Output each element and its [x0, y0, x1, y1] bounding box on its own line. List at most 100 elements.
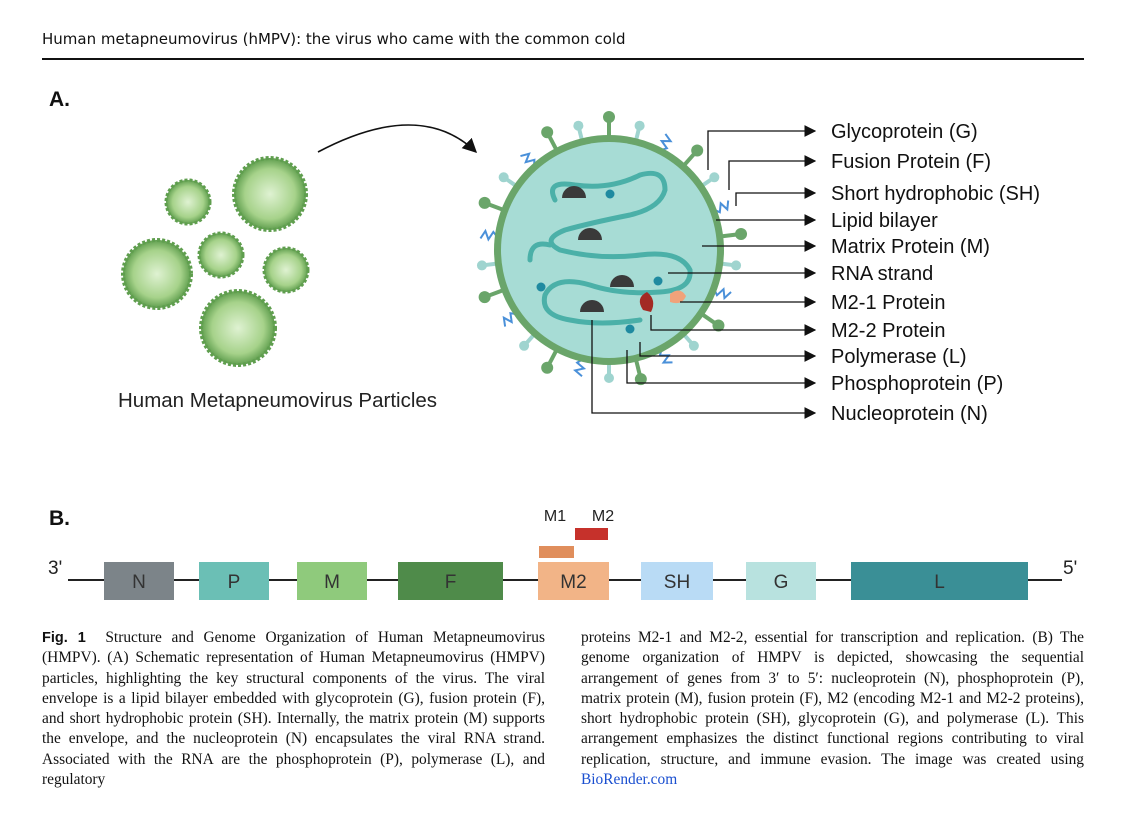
leader-lines	[591, 125, 817, 419]
virus-particle	[232, 156, 308, 232]
fusion-head	[498, 172, 509, 183]
glycoprotein-head	[691, 144, 704, 157]
fusion-head	[573, 120, 584, 131]
gene-block	[641, 562, 713, 600]
gene-label: L	[934, 572, 945, 593]
glycoprotein-head	[478, 196, 491, 209]
structure-labels: Glycoprotein (G) Fusion Protein (F) Short …	[831, 121, 1040, 425]
fusion-head	[604, 373, 614, 383]
fusion-head	[476, 260, 487, 271]
leader-line	[639, 342, 817, 362]
structure-label: M2-2 Protein	[831, 320, 946, 342]
structure-label: Fusion Protein (F)	[831, 151, 991, 173]
virus-particle	[197, 231, 245, 279]
curved-arrow	[317, 124, 478, 153]
sh-squiggle	[659, 133, 673, 151]
genome-3-prime: 3'	[48, 558, 62, 579]
m2-subunits: M1 M2	[539, 508, 614, 558]
leader-line	[707, 125, 817, 170]
fusion-head	[731, 260, 742, 271]
nucleoprotein-marker	[580, 300, 604, 312]
structure-label: M2-1 Protein	[831, 292, 946, 314]
m2-subunit-bar	[575, 528, 608, 540]
sh-squiggle	[658, 349, 673, 364]
m2-1-marker	[670, 290, 686, 304]
running-header: Human metapneumovirus (hMPV): the virus …	[42, 30, 626, 48]
gene-block	[538, 562, 609, 600]
caption-text-left: Structure and Genome Organization of Hum…	[42, 629, 545, 789]
sh-squiggle	[573, 358, 587, 377]
gene-block	[199, 562, 269, 600]
biorender-link[interactable]: BioRender.com	[581, 771, 678, 789]
rna-strand-end	[527, 241, 553, 263]
phosphoprotein-marker	[605, 189, 615, 199]
structure-label: Phosphoprotein (P)	[831, 373, 1003, 395]
rna-strand	[541, 170, 693, 326]
caption-text-right: proteins M2-1 and M2-2, essential for tr…	[581, 629, 1084, 768]
fusion-head	[519, 340, 530, 351]
gene-label: M	[324, 572, 340, 593]
phosphoprotein-marker	[625, 324, 635, 334]
fusion-head	[688, 340, 699, 351]
nucleoprotein-marker	[562, 186, 586, 198]
caption-right-column: proteins M2-1 and M2-2, essential for tr…	[581, 628, 1084, 790]
structure-label: Nucleoprotein (N)	[831, 403, 988, 425]
gene-block	[851, 562, 1028, 600]
gene-label: F	[445, 572, 457, 593]
gene-label: N	[132, 572, 146, 593]
panel-b-label: B.	[49, 507, 70, 530]
virus-particle	[164, 178, 212, 226]
figure-label: Fig. 1	[42, 630, 86, 646]
m2-subunit-label: M1	[544, 508, 566, 525]
gene-label: SH	[664, 572, 690, 593]
virus-particle	[262, 246, 310, 294]
gene-label: M2	[560, 572, 586, 593]
glycoprotein-head	[735, 227, 748, 240]
header-rule	[42, 58, 1084, 60]
panel-a-label: A.	[49, 88, 70, 111]
structure-label: Polymerase (L)	[831, 346, 967, 368]
genome-5-prime: 5'	[1063, 558, 1077, 579]
sh-squiggle	[479, 228, 498, 242]
glycoprotein-head	[603, 111, 615, 123]
gene-blocks: N P M F M2 SH G L	[104, 562, 1028, 600]
fusion-head	[709, 172, 720, 183]
structure-label: Matrix Protein (M)	[831, 236, 990, 258]
m2-subunit-label: M2	[592, 508, 614, 525]
leader-line	[728, 155, 817, 190]
phosphoprotein-marker	[536, 282, 546, 292]
leader-line	[626, 350, 817, 389]
sh-squiggle	[502, 311, 517, 327]
gene-label: G	[774, 572, 789, 593]
virus-particle-group	[121, 156, 310, 367]
glycoprotein-head	[478, 291, 491, 304]
structure-label: Glycoprotein (G)	[831, 121, 978, 143]
gene-block	[104, 562, 174, 600]
fusion-head	[634, 120, 645, 131]
envelope-spikes	[476, 111, 748, 386]
panel-a-figure: Human Metapneumovirus Particles Glycopro…	[118, 111, 1040, 425]
nucleoprotein-marker	[610, 275, 634, 287]
structure-label: Lipid bilayer	[831, 210, 938, 232]
virion-diagram	[476, 111, 748, 386]
glycoprotein-head	[541, 361, 554, 374]
virus-particle	[121, 238, 193, 310]
glycoprotein-head	[634, 373, 647, 386]
sh-squiggle	[714, 200, 730, 214]
gene-block	[297, 562, 367, 600]
glycoprotein-head	[712, 319, 725, 332]
virus-particle	[199, 289, 277, 367]
structure-label: Short hydrophobic (SH)	[831, 183, 1040, 205]
leader-line	[650, 315, 817, 336]
m2-subunit-bar	[539, 546, 574, 558]
structure-label: RNA strand	[831, 263, 933, 285]
polymerase-marker	[639, 292, 654, 312]
caption-left-column: Fig. 1 Structure and Genome Organization…	[42, 628, 545, 790]
gene-block	[398, 562, 503, 600]
gene-label: P	[228, 572, 241, 593]
nucleoprotein-marker	[578, 228, 602, 240]
phosphoprotein-marker	[653, 276, 663, 286]
particles-label: Human Metapneumovirus Particles	[118, 389, 437, 412]
gene-block	[746, 562, 816, 600]
